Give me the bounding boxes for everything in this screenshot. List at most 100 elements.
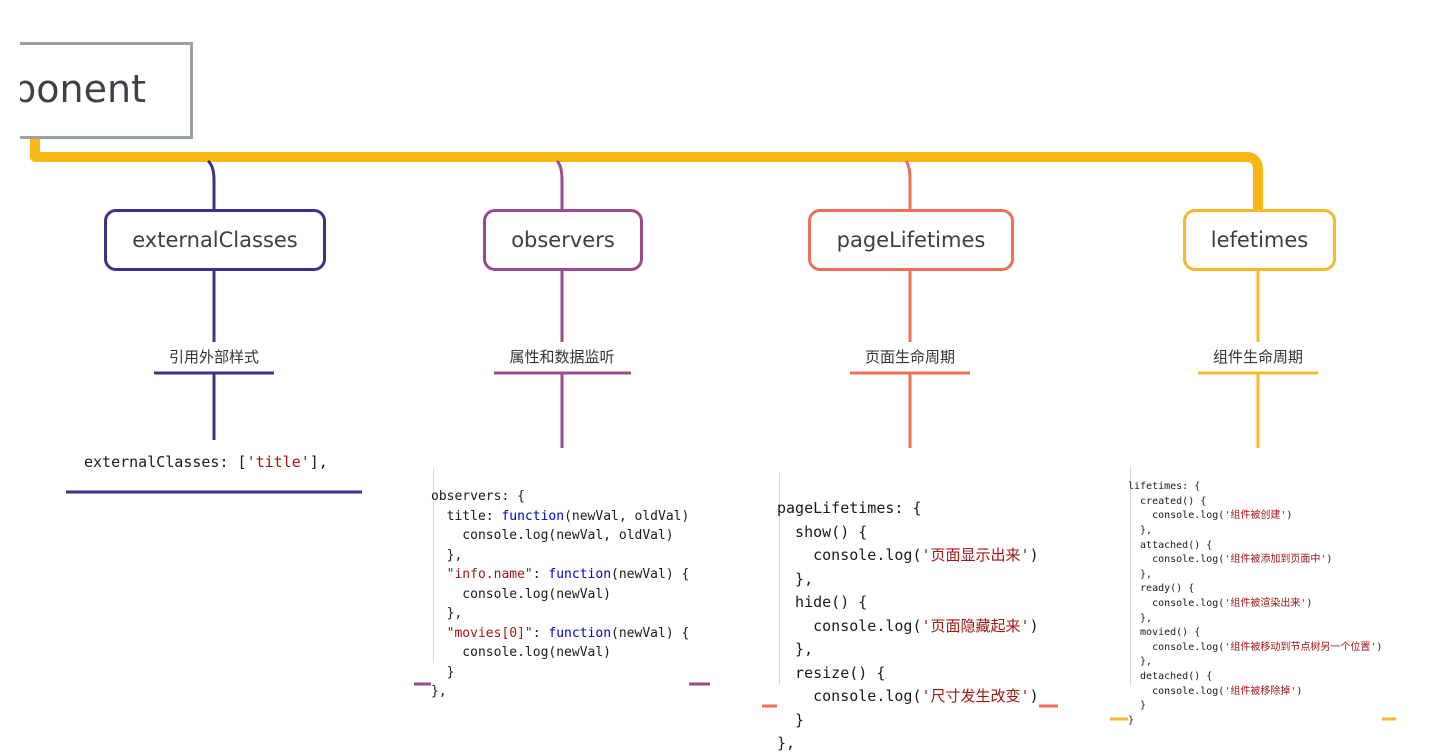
code-snippet-page-lifetimes: pageLifetimes: { show() { console.log('页… [777, 450, 1039, 756]
code-line: }, [1128, 655, 1382, 670]
code-text [431, 567, 447, 582]
trunk-line [30, 139, 1263, 209]
subtitle-lefetimes[interactable]: 组件生命周期 [1212, 348, 1303, 366]
code-snippet-external-classes: externalClasses: ['title'], [84, 450, 328, 474]
code-text: lifetimes: { [1128, 481, 1201, 493]
code-line: hide() { [777, 591, 1039, 615]
code-keyword: function [548, 625, 612, 641]
code-line: console.log('组件被渲染出来') [1128, 597, 1382, 612]
topic-observers[interactable]: observers [483, 209, 643, 271]
code-text: console.log( [1128, 685, 1225, 697]
code-text: console.log( [777, 616, 922, 635]
root-node[interactable]: ponent [20, 42, 193, 139]
code-string: '组件被创建' [1224, 510, 1287, 522]
code-line: console.log(newVal) [431, 585, 689, 605]
code-text: console.log( [777, 546, 922, 564]
code-line: }, [777, 568, 1039, 592]
code-text: ) [1326, 554, 1333, 566]
subtitle-observers[interactable]: 属性和数据监听 [509, 348, 615, 366]
code-line: resize() { [777, 662, 1039, 686]
code-line: }, [777, 638, 1039, 662]
topic-external-classes[interactable]: externalClasses [104, 209, 326, 271]
code-line: }, [431, 546, 689, 566]
code-line: show() { [777, 521, 1039, 545]
code-text: hide() { [777, 593, 868, 611]
topic-label: lefetimes [1210, 228, 1309, 252]
code-text: show() { [777, 522, 868, 541]
branch-line-external [206, 159, 216, 209]
code-text [431, 626, 447, 641]
code-text: }, [431, 606, 463, 621]
code-text: title: [431, 508, 502, 524]
code-line: } [431, 663, 689, 683]
code-text: console.log( [777, 687, 922, 705]
code-line: console.log('页面隐藏起来') [777, 615, 1039, 639]
code-string: '组件被移除掉' [1224, 685, 1297, 697]
indent-guide [433, 468, 434, 663]
code-line: title: function(newVal, oldVal) [431, 507, 690, 527]
code-string: '页面隐藏起来' [921, 616, 1030, 635]
code-text: ) [1286, 510, 1293, 522]
code-text: detached() { [1128, 670, 1213, 682]
code-line: pageLifetimes: { [777, 497, 1039, 521]
indent-guide [779, 473, 780, 685]
code-text: console.log(newVal, oldVal) [431, 528, 674, 543]
subtitle-page-lifetimes[interactable]: 页面生命周期 [864, 348, 955, 366]
topic-lefetimes[interactable]: lefetimes [1183, 209, 1336, 271]
code-line: attached() { [1128, 539, 1382, 554]
code-text: ) [1029, 687, 1039, 705]
code-line: movied() { [1128, 626, 1382, 641]
code-string: '组件被添加到页面中' [1224, 554, 1327, 566]
code-string: '尺寸发生改变' [921, 687, 1030, 705]
code-text: }, [777, 640, 814, 658]
code-line: }, [431, 604, 689, 624]
code-text: movied() { [1128, 627, 1201, 639]
code-line: console.log(newVal) [431, 643, 689, 663]
code-text: }, [431, 684, 447, 699]
subtitle-external-classes[interactable]: 引用外部样式 [168, 348, 259, 366]
code-text: }, [777, 569, 814, 588]
code-line: ready() { [1128, 582, 1382, 597]
code-line: "info.name": function(newVal) { [431, 565, 690, 585]
code-line: } [777, 709, 1039, 733]
code-text: (newVal) { [611, 567, 690, 582]
code-text: ) [1306, 597, 1313, 609]
code-string: '页面显示出来' [921, 546, 1030, 564]
code-text: } [777, 710, 805, 729]
code-string: 'title' [246, 453, 310, 471]
code-line: } [1128, 714, 1382, 729]
code-keyword: function [501, 508, 565, 524]
code-text: pageLifetimes: { [777, 499, 922, 517]
code-line: console.log('组件被移除掉') [1128, 685, 1382, 700]
code-text: attached() { [1128, 539, 1213, 551]
code-text: console.log( [1128, 597, 1225, 609]
code-line: console.log('页面显示出来') [777, 544, 1038, 568]
code-text: ], [309, 453, 328, 471]
indent-guide [1130, 466, 1131, 686]
code-text: }, [1128, 568, 1153, 580]
code-text: : [532, 625, 549, 641]
code-text: }, [1128, 524, 1153, 536]
topic-label: observers [511, 228, 615, 252]
code-text: externalClasses: [ [84, 453, 247, 471]
code-text: resize() { [777, 663, 886, 682]
topic-label: pageLifetimes [836, 228, 986, 252]
code-text: created() { [1128, 495, 1207, 507]
code-text: ready() { [1128, 583, 1195, 595]
code-text: } [1128, 714, 1135, 726]
topic-page-lifetimes[interactable]: pageLifetimes [808, 209, 1014, 271]
code-text: ) [1029, 616, 1039, 635]
code-text: }, [1128, 612, 1153, 624]
code-line: console.log('尺寸发生改变') [777, 685, 1039, 709]
branch-line-page [904, 160, 912, 209]
root-node-label: ponent [20, 67, 146, 111]
code-text: (newVal) { [611, 625, 690, 641]
topic-label: externalClasses [132, 228, 298, 252]
code-line: "movies[0]": function(newVal) { [431, 624, 690, 644]
code-line: console.log('组件被创建') [1128, 509, 1382, 524]
code-line: created() { [1128, 495, 1382, 510]
code-text: ) [1296, 685, 1303, 697]
code-string: "info.name" [446, 567, 533, 582]
code-text: }, [1128, 656, 1153, 668]
code-line: detached() { [1128, 670, 1382, 685]
